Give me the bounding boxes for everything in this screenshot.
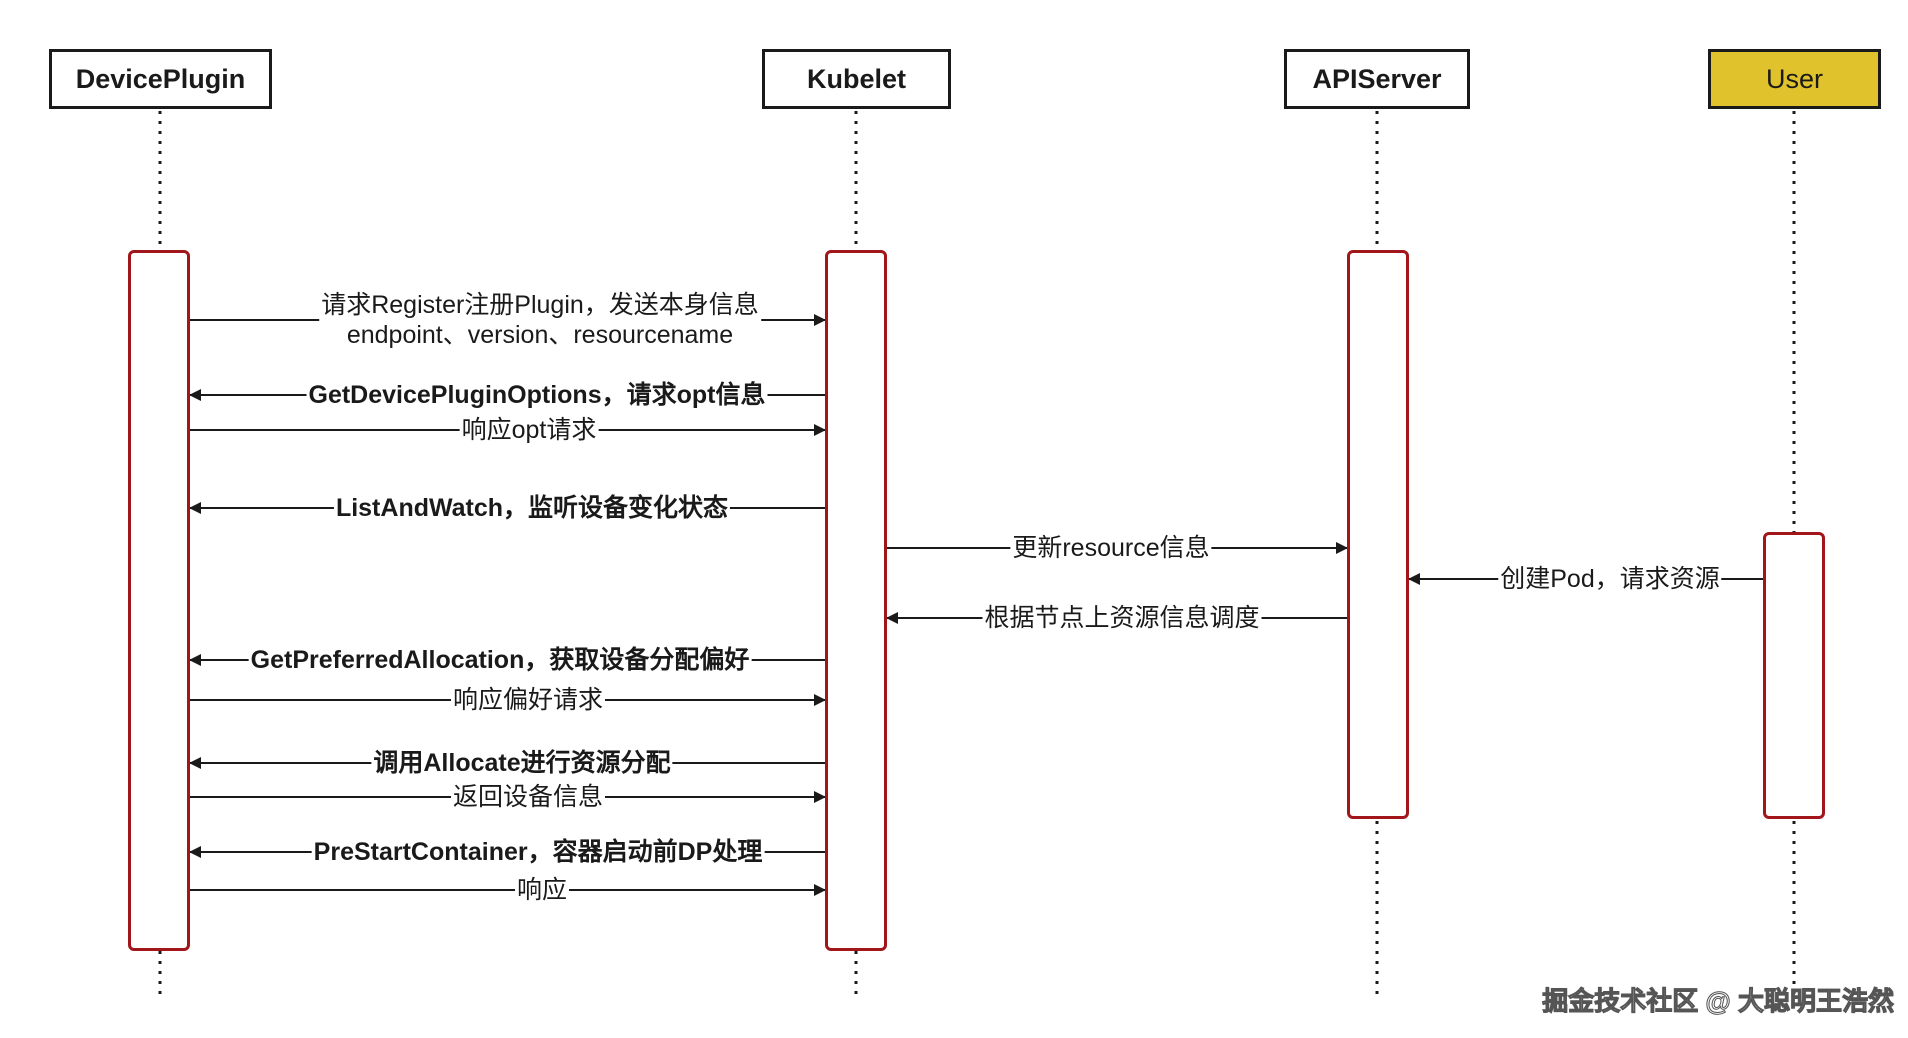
message-options-resp-label: 响应opt请求: [459, 415, 599, 445]
actor-apiserver: APIServer: [1284, 49, 1470, 109]
message-listwatch-label: ListAndWatch，监听设备变化状态: [333, 493, 731, 523]
message-preferred-resp-label: 响应偏好请求: [450, 685, 606, 715]
message-schedule-label: 根据节点上资源信息调度: [982, 603, 1262, 633]
message-prestart-label: PreStartContainer，容器启动前DP处理: [311, 837, 765, 867]
message-create-pod-label: 创建Pod，请求资源: [1498, 564, 1722, 594]
activation-user: [1763, 532, 1825, 819]
message-options-label: GetDevicePluginOptions，请求opt信息: [306, 380, 768, 410]
message-preferred-label: GetPreferredAllocation，获取设备分配偏好: [248, 645, 752, 675]
message-prestart-resp-label: 响应: [514, 875, 570, 905]
activation-apiserver: [1347, 250, 1409, 819]
actor-deviceplugin: DevicePlugin: [49, 49, 272, 109]
message-allocate-resp-label: 返回设备信息: [450, 782, 606, 812]
message-allocate-label: 调用Allocate进行资源分配: [371, 748, 673, 778]
activation-deviceplugin: [128, 250, 190, 951]
actor-kubelet: Kubelet: [762, 49, 951, 109]
message-update-resource-label: 更新resource信息: [1010, 533, 1212, 563]
message-register-label: 请求Register注册Plugin，发送本身信息 endpoint、versi…: [319, 290, 761, 350]
actor-user: User: [1708, 49, 1881, 109]
activation-kubelet: [825, 250, 887, 951]
watermark: 掘金技术社区 @ 大聪明王浩然: [1542, 986, 1895, 1017]
